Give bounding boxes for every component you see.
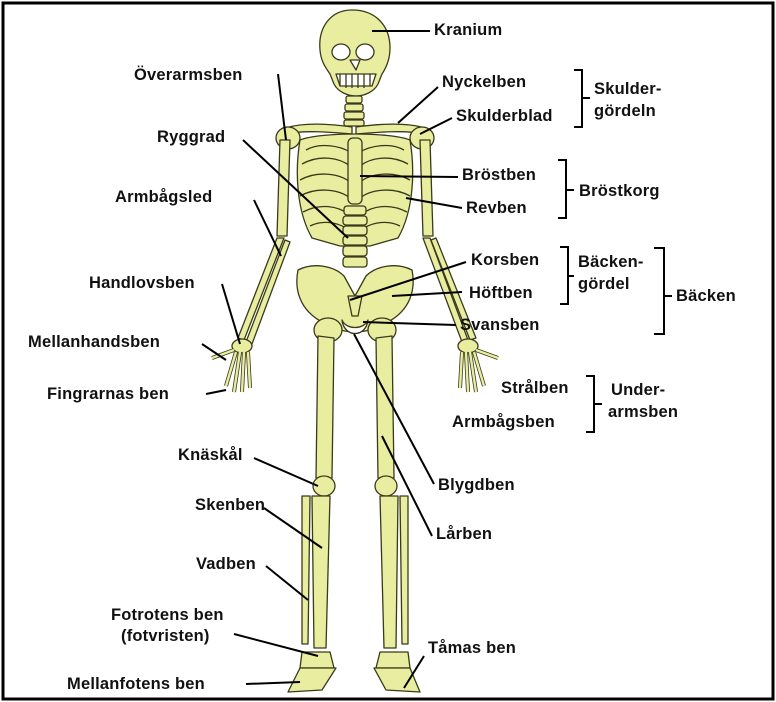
label-overarmsben: Överarmsben [134, 66, 243, 85]
label-knaskal: Knäskål [178, 446, 243, 465]
leader-skulderblad [420, 118, 452, 134]
label-fotrotens-ben-2: (fotvristen) [121, 627, 210, 646]
label-underarmsben-2: armsben [608, 403, 678, 422]
label-brostben: Bröstben [462, 166, 536, 185]
left-leg-shape [288, 336, 336, 692]
label-korsben: Korsben [471, 251, 539, 270]
label-nyckelben: Nyckelben [442, 73, 526, 92]
label-larben: Lårben [436, 525, 492, 544]
neck-vertebrae [344, 96, 364, 126]
leader-revben [406, 198, 462, 208]
label-kranium: Kranium [434, 21, 502, 40]
bracket-brostkorg [558, 160, 574, 218]
label-backengordel-2: gördel [578, 275, 630, 294]
label-hoftben: Höftben [469, 284, 533, 303]
leader-fingrarnas-ben [206, 390, 226, 394]
label-revben: Revben [466, 199, 527, 218]
pelvis-shape [297, 266, 413, 342]
label-skuldergordeln-2: gördeln [594, 102, 656, 121]
bracket-backengordel [560, 247, 574, 304]
group-brackets [558, 70, 672, 432]
label-tamas-ben: Tåmas ben [428, 639, 516, 658]
bracket-backen [654, 248, 672, 334]
label-handlovsben: Handlovsben [89, 274, 195, 293]
left-arm-shape [212, 140, 290, 392]
label-skenben: Skenben [195, 496, 265, 515]
leader-knaskal [254, 458, 318, 486]
label-mellanfotens-ben: Mellanfotens ben [67, 675, 205, 694]
label-brostkorg: Bröstkorg [579, 182, 660, 201]
label-vadben: Vadben [196, 555, 256, 574]
label-stralben: Strålben [501, 379, 569, 398]
label-fingrarnas-ben: Fingrarnas ben [47, 385, 169, 404]
label-fotrotens-ben-1: Fotrotens ben [111, 606, 224, 625]
leader-nyckelben [398, 87, 438, 123]
label-armbagsben: Armbågsben [452, 413, 555, 432]
label-underarmsben-1: Under- [611, 381, 665, 400]
label-ryggrad: Ryggrad [157, 128, 225, 147]
leader-brostben [360, 176, 458, 177]
label-armbagsled: Armbågsled [115, 188, 212, 207]
right-leg-shape [374, 336, 420, 692]
bracket-skuldergordeln [574, 70, 590, 127]
label-backen: Bäcken [676, 287, 736, 306]
label-skuldergordeln-1: Skulder- [594, 80, 662, 99]
label-backengordel-1: Bäcken- [578, 253, 644, 272]
label-mellanhandsben: Mellanhandsben [28, 333, 160, 352]
skull-shape [320, 10, 390, 96]
label-skulderblad: Skulderblad [456, 107, 553, 126]
label-svansben: Svansben [460, 316, 540, 335]
label-blygdben: Blygdben [438, 476, 515, 495]
bracket-underarmsben [586, 376, 602, 432]
leader-handlovsben [222, 284, 240, 344]
